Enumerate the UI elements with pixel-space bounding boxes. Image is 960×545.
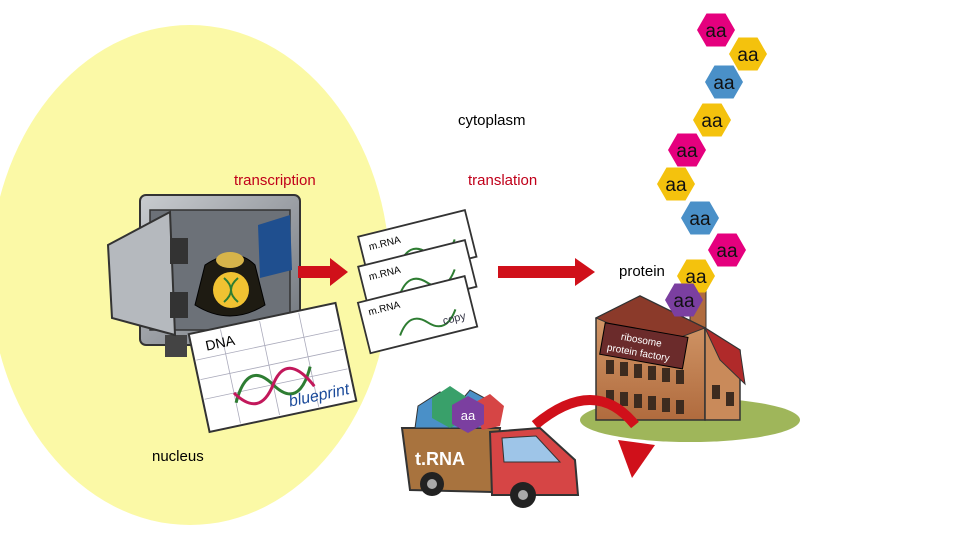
amino-acid-hexagon: aa bbox=[681, 201, 719, 235]
translation-arrow bbox=[498, 258, 595, 286]
trna-curved-arrow bbox=[531, 395, 655, 478]
vault-safe-illustration bbox=[106, 194, 301, 357]
svg-text:aa: aa bbox=[461, 408, 476, 423]
svg-text:aa: aa bbox=[716, 241, 738, 262]
amino-acid-hexagon: aa bbox=[665, 283, 703, 317]
amino-acid-hexagon: aa bbox=[705, 65, 743, 99]
transcription-label: transcription bbox=[234, 172, 316, 189]
nucleus-label: nucleus bbox=[152, 448, 204, 465]
dna-blueprint-paper: DNA blueprint bbox=[187, 301, 358, 434]
amino-acid-hexagon: aa bbox=[657, 167, 695, 201]
ribosome-factory: ribosome protein factory bbox=[580, 269, 800, 442]
svg-text:aa: aa bbox=[705, 21, 727, 42]
amino-acid-hexagon: aa bbox=[729, 37, 767, 71]
transcription-arrow bbox=[298, 258, 348, 286]
truck-label: t.RNA bbox=[415, 449, 465, 469]
svg-text:aa: aa bbox=[665, 175, 687, 196]
cytoplasm-label: cytoplasm bbox=[458, 112, 526, 129]
amino-acid-hexagon: aa bbox=[697, 13, 735, 47]
mrna-copies: m.RNA copy m.RNA copy m.RNA copy bbox=[356, 209, 479, 355]
cargo-amino-acid: aa bbox=[452, 396, 484, 433]
dna-label: DNA bbox=[204, 332, 237, 354]
svg-text:aa: aa bbox=[737, 45, 759, 66]
svg-text:aa: aa bbox=[673, 291, 695, 312]
amino-acid-hexagon: aa bbox=[693, 103, 731, 137]
translation-label: translation bbox=[468, 172, 538, 189]
trna-truck: aa t.RNA bbox=[400, 386, 580, 508]
svg-text:aa: aa bbox=[689, 209, 711, 230]
protein-label: protein bbox=[619, 263, 665, 280]
amino-acid-hexagon: aa bbox=[668, 133, 706, 167]
svg-text:aa: aa bbox=[676, 141, 698, 162]
amino-acid-hexagon: aa bbox=[708, 233, 746, 267]
svg-text:aa: aa bbox=[685, 267, 707, 288]
mrna-caption-3: copy bbox=[442, 310, 468, 327]
svg-text:aa: aa bbox=[713, 73, 735, 94]
svg-text:aa: aa bbox=[701, 111, 723, 132]
mrna-copy-sheet: m.RNA copy bbox=[356, 275, 479, 355]
